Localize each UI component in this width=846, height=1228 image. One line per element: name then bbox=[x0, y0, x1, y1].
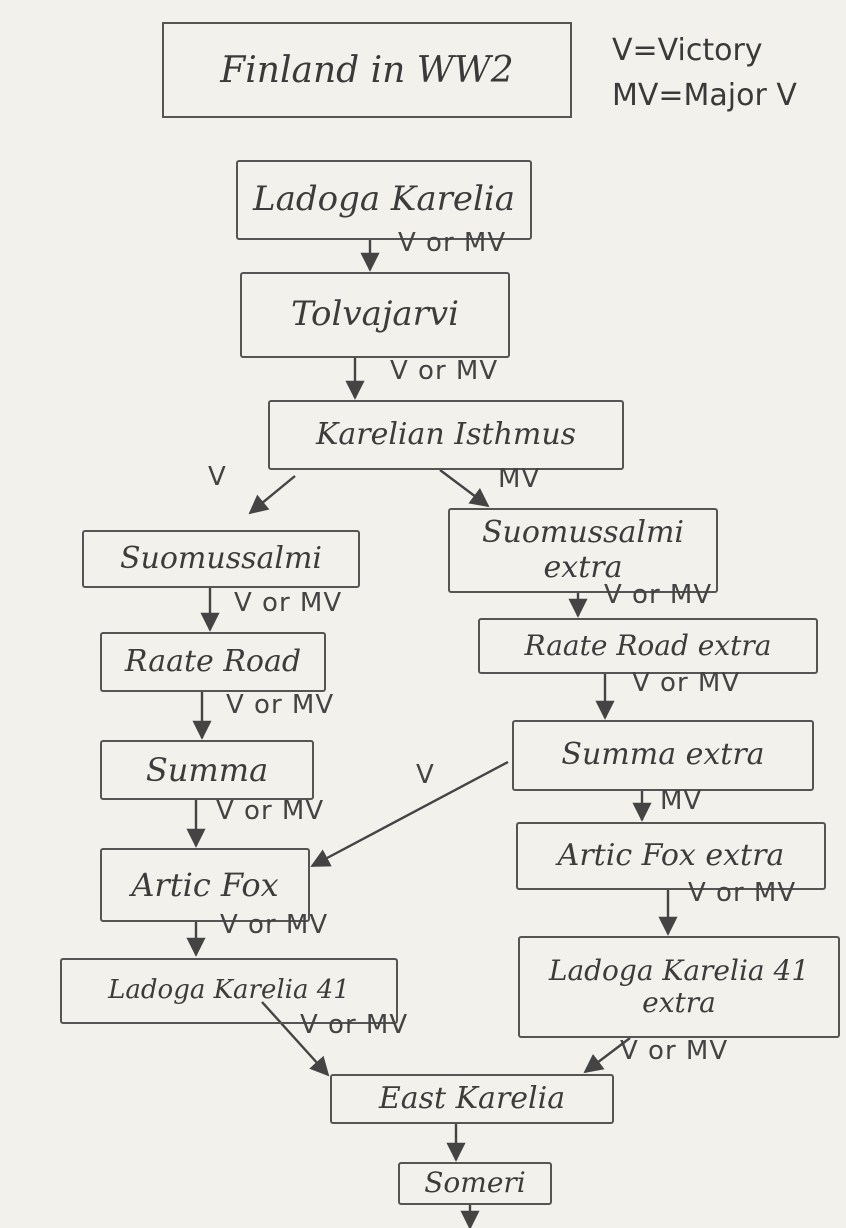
node-suomussalmi-extra: Suomussalmi extra bbox=[448, 508, 718, 593]
node-artic-fox-extra: Artic Fox extra bbox=[516, 822, 826, 890]
arrow-ladoga41-extra-to-east-karelia bbox=[583, 1037, 631, 1074]
node-ladoga-karelia-41-extra: Ladoga Karelia 41 extra bbox=[518, 936, 840, 1038]
edge-label-ladoga41-extra-east-karelia: V or MV bbox=[620, 1036, 729, 1066]
arrow-summa-extra-to-articfox bbox=[310, 760, 509, 868]
node-summa: Summa bbox=[100, 740, 314, 800]
edge-label-suomussalmi-extra-raate-extra: V or MV bbox=[604, 580, 713, 610]
edge-label-articfox-ladoga41: V or MV bbox=[220, 910, 329, 940]
edge-label-suomussalmi-raate: V or MV bbox=[234, 588, 343, 618]
edge-label-tolvajarvi-isthmus: V or MV bbox=[390, 356, 499, 386]
node-east-karelia: East Karelia bbox=[330, 1074, 614, 1124]
node-tolvajarvi: Tolvajarvi bbox=[240, 272, 510, 358]
edge-label-isthmus-suomussalmi: V bbox=[208, 462, 227, 492]
legend: V=Victory MV=Major V bbox=[612, 28, 797, 118]
edge-label-ladoga-tolvajarvi: V or MV bbox=[398, 228, 507, 258]
edge-label-isthmus-suomussalmi-extra: MV bbox=[498, 464, 541, 494]
arrow-ladoga41-to-east-karelia bbox=[261, 1001, 330, 1077]
node-someri: Someri bbox=[398, 1162, 552, 1205]
edge-label-articfox-extra-ladoga41-extra: V or MV bbox=[688, 878, 797, 908]
node-summa-extra: Summa extra bbox=[512, 720, 814, 791]
node-ladoga-karelia: Ladoga Karelia bbox=[236, 160, 532, 240]
edge-label-summa-extra-articfox-extra: MV bbox=[660, 786, 703, 816]
edge-label-summa-extra-articfox: V bbox=[416, 760, 435, 790]
legend-victory: V=Victory bbox=[612, 33, 763, 68]
node-artic-fox: Artic Fox bbox=[100, 848, 310, 922]
arrow-isthmus-to-suomussalmi-extra bbox=[439, 469, 490, 508]
edge-label-ladoga41-east-karelia: V or MV bbox=[300, 1010, 409, 1040]
chart-title: Finland in WW2 bbox=[162, 22, 572, 118]
arrow-isthmus-to-suomussalmi bbox=[248, 475, 296, 515]
node-suomussalmi: Suomussalmi bbox=[82, 530, 360, 588]
edge-label-raate-summa: V or MV bbox=[226, 690, 335, 720]
legend-major-victory: MV=Major V bbox=[612, 78, 797, 113]
node-raate-road-extra: Raate Road extra bbox=[478, 618, 818, 674]
node-karelian-isthmus: Karelian Isthmus bbox=[268, 400, 624, 470]
edge-label-summa-articfox: V or MV bbox=[216, 796, 325, 826]
node-ladoga-karelia-41: Ladoga Karelia 41 bbox=[60, 958, 398, 1024]
node-raate-road: Raate Road bbox=[100, 632, 326, 692]
edge-label-raate-extra-summa-extra: V or MV bbox=[632, 668, 741, 698]
